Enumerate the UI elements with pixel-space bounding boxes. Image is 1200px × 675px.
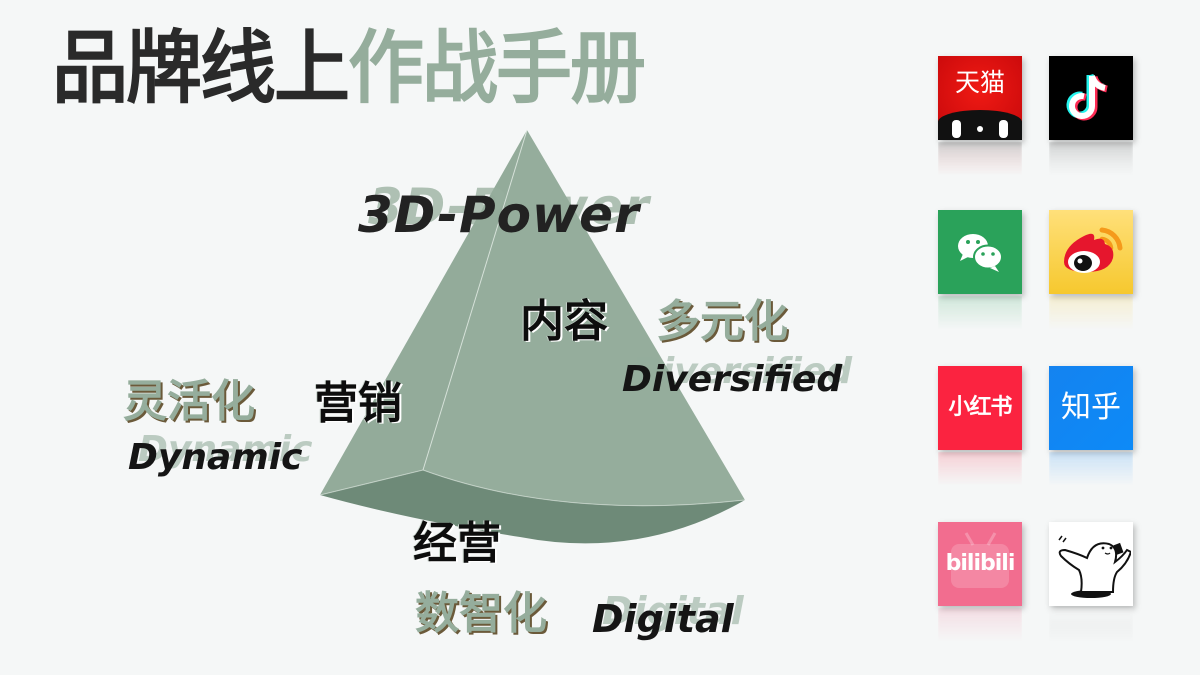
marketing-attribute: 灵活化 [123,376,255,427]
tiktok-reflection [1049,142,1133,176]
pyramid-heading-3d-power: 3D-Power [358,186,640,244]
content-attribute: 多元化 [656,296,788,347]
bilibili-reflection [938,608,1022,642]
cartoon-mascot-icon[interactable] [1049,522,1133,642]
page-title: 品牌线上作战手册 [52,28,646,108]
wechat-bubbles-icon [958,234,1003,272]
content-label: 内容 [520,296,608,347]
marketing-english: Dynamic [128,437,303,478]
bilibili-tv-shape [951,544,1009,588]
tmall-reflection [938,142,1022,176]
zhihu-icon[interactable]: 知乎 [1049,366,1133,486]
mascot-reflection [1049,608,1133,642]
xiaohongshu-reflection [938,452,1022,486]
title-part-battle-handbook: 作战手册 [348,20,646,115]
mascot-figure-icon [1058,535,1131,598]
operations-label: 经营 [413,518,501,569]
bilibili-icon-text: bilibili [945,551,1016,576]
xiaohongshu-icon-text: 小红书 [948,395,1012,420]
pyramid-front-band [320,470,745,544]
tmall-cat-eye-left [952,120,961,138]
tmall-cat-nose [977,126,983,132]
tiktok-note-icon [1066,73,1108,121]
title-part-brand-online: 品牌线上 [52,20,350,115]
wechat-icon[interactable] [938,210,1022,330]
weibo-eye-icon [1064,227,1123,273]
pyramid-edge [422,129,528,471]
xiaohongshu-icon[interactable]: 小红书 [938,366,1022,486]
marketing-label: 营销 [314,378,402,429]
tmall-icon-text: 天猫 [954,68,1005,97]
weibo-reflection [1049,296,1133,330]
tiktok-icon[interactable] [1049,56,1133,176]
zhihu-reflection [1049,452,1133,486]
tmall-cat-head [938,110,1022,140]
pyramid-right-face [423,130,745,506]
pyramid-edge-bottom [319,469,746,507]
zhihu-icon-text: 知乎 [1061,390,1121,425]
tmall-icon[interactable]: 天猫 [938,56,1022,176]
operations-english: Digital [592,597,734,641]
bilibili-icon[interactable]: bilibili [938,522,1022,642]
tmall-cat-eye-right [999,120,1008,138]
pyramid-left-face [320,130,527,495]
weibo-icon[interactable] [1049,210,1133,330]
operations-attribute: 数智化 [415,588,547,639]
wechat-reflection [938,296,1022,330]
content-english: Diversified [622,359,843,400]
